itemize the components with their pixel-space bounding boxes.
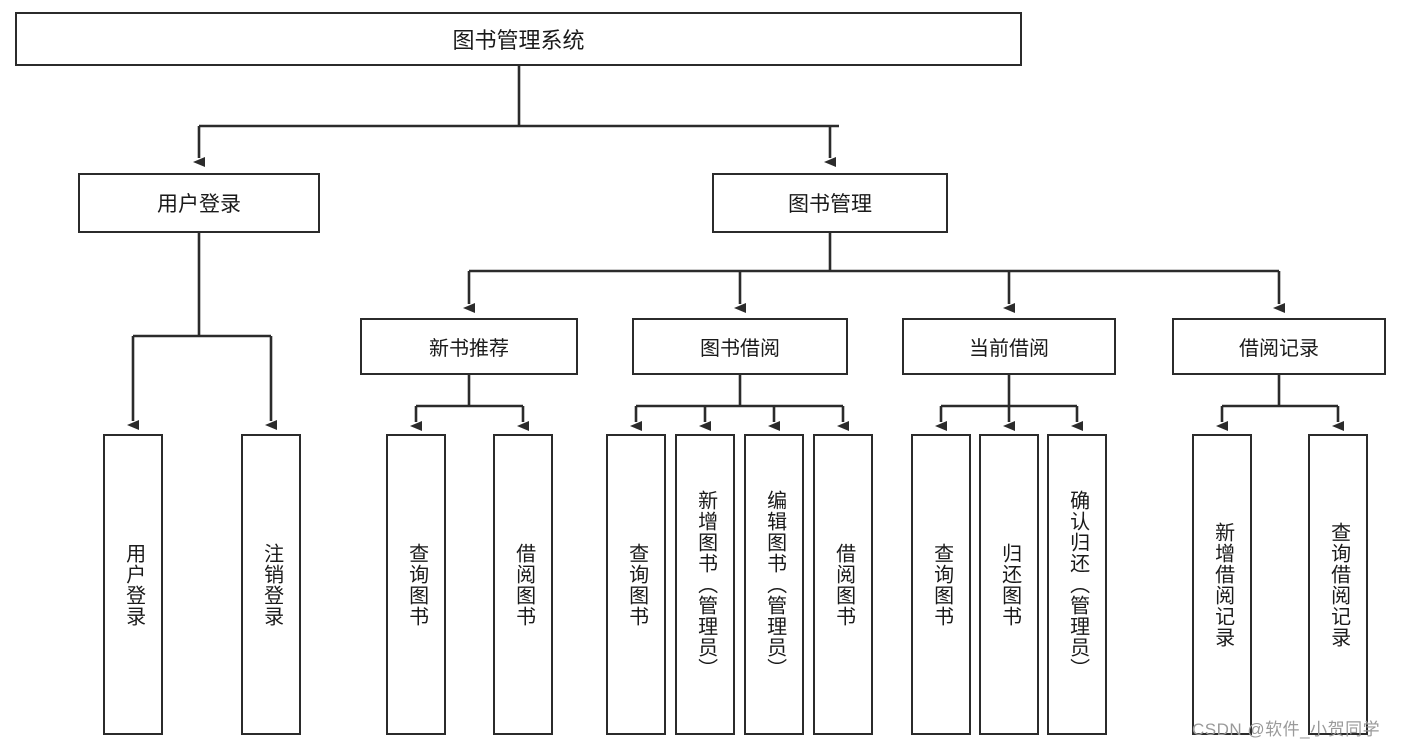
node-new-book-recommend[interactable]: 新书推荐 [360,318,578,375]
leaf-add-record-label: 新增借阅记录 [1211,521,1234,648]
leaf-query-record[interactable]: 查询借阅记录 [1308,434,1368,735]
csdn-watermark: CSDN @软件_小贺同学 [1192,720,1381,739]
leaf-add-record[interactable]: 新增借阅记录 [1192,434,1252,735]
leaf-query-book-2-label: 查询图书 [625,542,648,627]
leaf-edit-book-label: 编辑图书（管理员） [763,490,786,679]
leaf-user-login-label: 用户登录 [122,542,145,627]
leaf-confirm-return[interactable]: 确认归还（管理员） [1047,434,1107,735]
leaf-borrow-book-2-label: 借阅图书 [832,542,855,627]
node-book-manage-label: 图书管理 [788,193,872,216]
leaf-query-book-3-label: 查询图书 [930,542,953,627]
leaf-query-book-1[interactable]: 查询图书 [386,434,446,735]
leaf-add-book-label: 新增图书（管理员） [694,490,717,679]
leaf-borrow-book-1-label: 借阅图书 [512,542,535,627]
node-new-book-recommend-label: 新书推荐 [429,338,509,360]
leaf-user-logout[interactable]: 注销登录 [241,434,301,735]
leaf-query-book-2[interactable]: 查询图书 [606,434,666,735]
leaf-borrow-book-2[interactable]: 借阅图书 [813,434,873,735]
leaf-user-logout-label: 注销登录 [260,542,283,627]
leaf-return-book[interactable]: 归还图书 [979,434,1039,735]
node-root-label: 图书管理系统 [452,28,585,53]
leaf-borrow-book-1[interactable]: 借阅图书 [493,434,553,735]
leaf-query-book-3[interactable]: 查询图书 [911,434,971,735]
leaf-query-record-label: 查询借阅记录 [1327,521,1350,648]
leaf-query-book-1-label: 查询图书 [405,542,428,627]
node-user-login-label: 用户登录 [157,193,241,216]
node-book-borrow[interactable]: 图书借阅 [632,318,848,375]
leaf-user-login[interactable]: 用户登录 [103,434,163,735]
node-borrow-record-label: 借阅记录 [1239,338,1319,360]
node-current-borrow[interactable]: 当前借阅 [902,318,1116,375]
node-user-login[interactable]: 用户登录 [78,173,320,233]
leaf-confirm-return-label: 确认归还（管理员） [1066,490,1089,679]
node-current-borrow-label: 当前借阅 [969,338,1049,360]
leaf-add-book[interactable]: 新增图书（管理员） [675,434,735,735]
node-book-borrow-label: 图书借阅 [700,338,780,360]
node-borrow-record[interactable]: 借阅记录 [1172,318,1386,375]
leaf-edit-book[interactable]: 编辑图书（管理员） [744,434,804,735]
node-book-manage[interactable]: 图书管理 [712,173,948,233]
node-root[interactable]: 图书管理系统 [15,12,1022,66]
leaf-return-book-label: 归还图书 [998,542,1021,627]
